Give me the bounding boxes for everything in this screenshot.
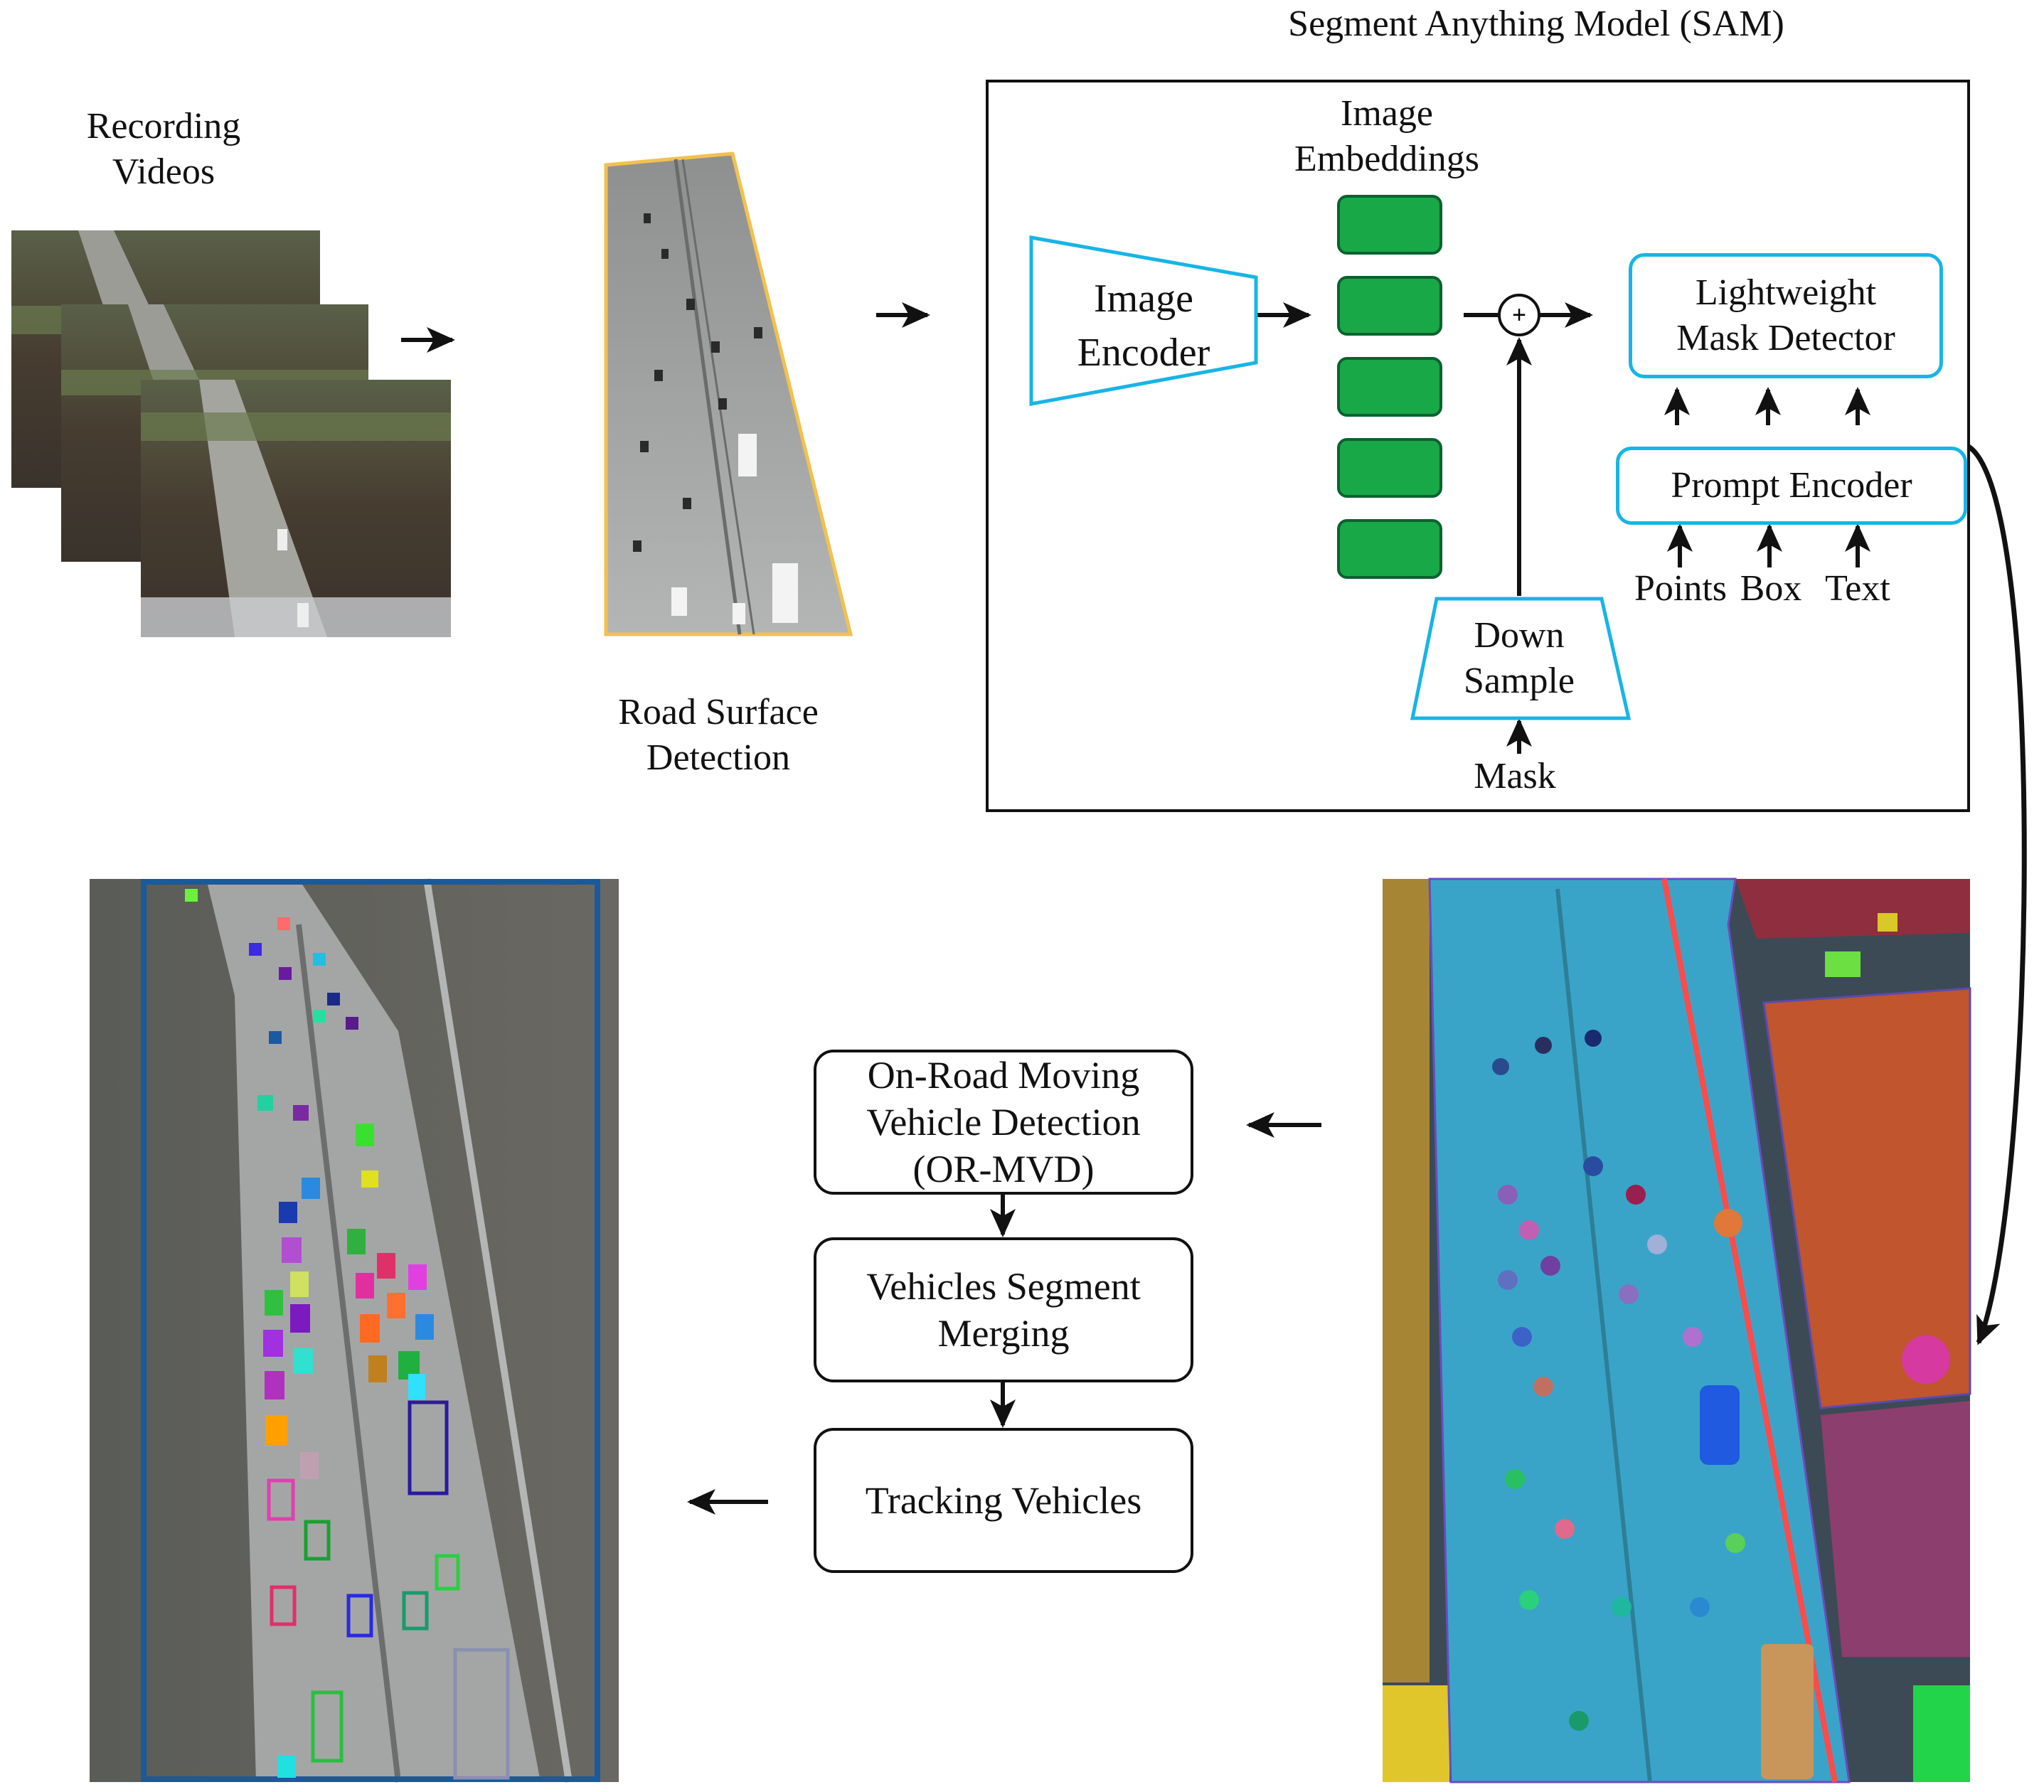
down-sample-label: Down Sample [1422,613,1616,704]
ormvd-line1: On-Road Moving [867,1054,1140,1097]
recording-videos-label: Recording Videos [64,104,263,195]
embedding-block-3 [1337,357,1442,417]
points-label: Points [1634,568,1728,609]
recording-line1: Recording [86,106,241,146]
tracking-box: Tracking Vehicles [814,1428,1193,1573]
tracked-vehicle-fills [185,889,434,1778]
encoder-line1: Image [1094,277,1193,321]
ormvd-line2: Vehicle Detection [866,1101,1141,1143]
merging-box: Vehicles Segment Merging [814,1237,1193,1382]
segmented-vehicles [1492,1030,1745,1731]
ormvd-line3: (OR-MVD) [912,1148,1095,1190]
ormvd-box: On-Road Moving Vehicle Detection (OR-MVD… [814,1050,1193,1195]
sum-node [1498,294,1540,336]
road-line1: Road Surface [618,692,819,732]
box-label: Box [1740,568,1802,609]
text-label: Text [1825,568,1890,609]
arrow-sam-to-segmented [1966,444,2027,1345]
embeddings-line2: Embeddings [1294,139,1479,179]
embedding-block-4 [1337,438,1442,498]
merging-line2: Merging [937,1312,1070,1355]
tracked-vehicle-boxes [267,1400,510,1780]
prompt-encoder-box: Prompt Encoder [1616,447,1967,525]
merging-line1: Vehicles Segment [866,1265,1141,1308]
embedding-block-5 [1337,519,1442,579]
embeddings-line1: Image [1341,93,1433,134]
image-encoder-label: Image Encoder [1031,272,1256,380]
mask-label: Mask [1474,756,1556,796]
sam-title: Segment Anything Model (SAM) [1288,4,1784,44]
video-frame-3 [141,380,451,637]
sam-frame [986,80,1970,812]
downsample-line1: Down [1474,615,1565,656]
encoder-line2: Encoder [1077,331,1210,375]
downsample-line2: Sample [1464,661,1575,701]
embedding-block-1 [1337,195,1442,255]
image-embeddings-label: Image Embeddings [1273,91,1501,182]
sum-symbol: + [1512,302,1526,329]
detector-line2: Mask Detector [1676,318,1895,358]
embedding-block-2 [1337,276,1442,336]
mask-detector-box: Lightweight Mask Detector [1629,253,1943,378]
recording-line2: Videos [112,151,215,192]
road-line2: Detection [646,737,791,778]
detector-line1: Lightweight [1695,272,1877,313]
road-surface-label: Road Surface Detection [583,690,853,781]
